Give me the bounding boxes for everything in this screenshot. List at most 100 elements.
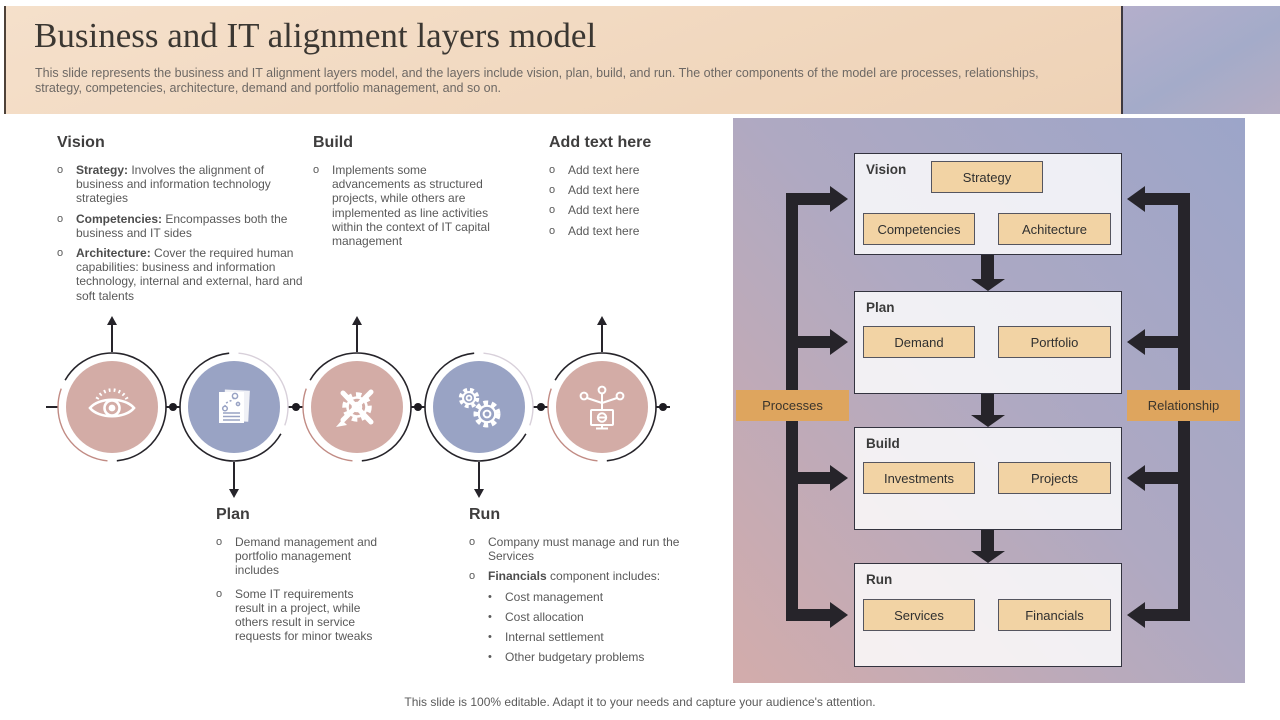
sub-list: • Cost management • Cost allocation • In… — [488, 590, 687, 665]
bullet-text: Implements some advancements as structur… — [332, 163, 490, 249]
bullet-marker: o — [549, 164, 556, 176]
up-arrow-line — [601, 324, 603, 352]
down-arrow-icon — [474, 489, 484, 498]
down-connector-shaft — [981, 255, 994, 279]
bullet-marker: o — [469, 536, 476, 548]
layer-box-plan: Plan Demand Portfolio — [854, 291, 1122, 394]
left-branch-plan — [798, 336, 831, 348]
node-architecture: Achitecture — [998, 213, 1111, 245]
bullet-marker: o — [549, 224, 556, 237]
list-item: o Architecture: Cover the required human… — [57, 246, 309, 303]
section-add-text: Add text here o Add text here o Add text… — [549, 134, 684, 244]
node-demand: Demand — [863, 326, 975, 358]
sub-bullet-marker: • — [488, 610, 492, 623]
list-item: o Strategy: Involves the alignment of bu… — [57, 163, 309, 206]
down-arrowhead-icon — [971, 551, 1005, 563]
node-financials: Financials — [998, 599, 1111, 631]
bullet-marker: o — [216, 587, 223, 600]
slide-title: Business and IT alignment layers model — [34, 16, 597, 55]
placeholder-text: Add text here — [568, 163, 640, 177]
layer-box-vision: Vision Strategy Competencies Achitecture — [854, 153, 1122, 255]
bullet-text: Company must manage and run the Services — [488, 535, 680, 564]
bullet-text: Demand management and portfolio manageme… — [235, 535, 378, 578]
placeholder-text: Add text here — [568, 183, 640, 198]
left-arrowhead-icon — [1127, 602, 1145, 628]
header-accent-block — [1123, 6, 1280, 114]
section-heading-vision: Vision — [57, 134, 105, 151]
bullet-text: Strategy: Involves the alignment of busi… — [76, 163, 271, 206]
node-strategy: Strategy — [931, 161, 1043, 193]
right-arrowhead-icon — [830, 602, 848, 628]
left-branch-run — [798, 609, 831, 621]
layer-box-build: Build Investments Projects — [854, 427, 1122, 530]
placeholder-text: Add text here — [568, 223, 640, 238]
node-competencies: Competencies — [863, 213, 975, 245]
placeholder-item: o Add text here — [549, 183, 684, 197]
placeholder-text: Add text here — [568, 203, 640, 218]
left-arrowhead-icon — [1127, 186, 1145, 212]
up-arrow-line — [111, 324, 113, 352]
up-arrow-icon — [107, 316, 117, 325]
right-branch-vision — [1145, 193, 1178, 205]
left-branch-build — [798, 472, 831, 484]
sub-bullet-marker: • — [488, 631, 492, 644]
sub-bullet-marker: • — [488, 651, 492, 664]
connector-dot — [414, 403, 422, 411]
bullet-text: Competencies: Encompasses both the busin… — [76, 211, 288, 240]
right-branch-plan — [1145, 336, 1178, 348]
right-branch-build — [1145, 472, 1178, 484]
bullet-marker: o — [57, 212, 64, 225]
run-gears-icon — [424, 352, 534, 462]
header-band: Business and IT alignment layers model T… — [4, 6, 1122, 114]
right-arrowhead-icon — [830, 186, 848, 212]
sub-bullet-text: Cost management — [505, 589, 604, 604]
layer-label: Plan — [866, 300, 895, 315]
sub-list-item: • Other budgetary problems — [488, 650, 687, 664]
bullet-marker: o — [57, 164, 64, 176]
list-item: o Company must manage and run the Servic… — [469, 535, 687, 563]
up-arrow-icon — [597, 316, 607, 325]
down-connector-shaft — [981, 530, 994, 551]
left-arrowhead-icon — [1127, 329, 1145, 355]
section-vision: Vision o Strategy: Involves the alignmen… — [57, 134, 309, 309]
placeholder-item: o Add text here — [549, 224, 684, 238]
connector-dot — [292, 403, 300, 411]
header-divider — [1121, 6, 1123, 114]
bullet-text: Financials component includes: — [488, 569, 661, 584]
node-portfolio: Portfolio — [998, 326, 1111, 358]
placeholder-item: o Add text here — [549, 163, 684, 177]
footer-note: This slide is 100% editable. Adapt it to… — [404, 695, 876, 709]
layer-box-run: Run Services Financials — [854, 563, 1122, 667]
section-run: Run o Company must manage and run the Se… — [469, 506, 687, 670]
list-item: o Some IT requirements result in a proje… — [216, 587, 386, 644]
sub-bullet-text: Cost allocation — [505, 609, 584, 624]
sub-list-item: • Cost management — [488, 590, 687, 604]
plan-document-icon — [179, 352, 289, 462]
build-gear-pencil-icon — [302, 352, 412, 462]
process-step-run — [423, 351, 535, 463]
sub-bullet-marker: • — [488, 590, 492, 603]
layer-label: Run — [866, 572, 893, 587]
down-arrow-icon — [229, 489, 239, 498]
bullet-marker: o — [313, 164, 320, 176]
bullet-marker: o — [549, 204, 556, 217]
placeholder-item: o Add text here — [549, 203, 684, 217]
sub-list-item: • Internal settlement — [488, 630, 687, 644]
slide-subtitle: This slide represents the business and I… — [35, 66, 1039, 95]
section-heading-run: Run — [469, 506, 501, 523]
bullet-marker: o — [469, 570, 476, 583]
up-arrow-line — [356, 324, 358, 352]
bullet-marker: o — [216, 536, 223, 548]
process-step-plan — [178, 351, 290, 463]
down-arrow-line — [233, 462, 235, 490]
connector-dot — [169, 403, 177, 411]
right-branch-run — [1145, 609, 1178, 621]
down-connector-shaft — [981, 394, 994, 415]
layers-diagram-panel: Vision Strategy Competencies Achitecture… — [733, 118, 1245, 683]
processes-label: Processes — [736, 390, 849, 421]
left-arrowhead-icon — [1127, 465, 1145, 491]
section-heading-build: Build — [313, 134, 353, 151]
bullet-marker: o — [549, 184, 556, 197]
bullet-marker: o — [57, 247, 64, 260]
